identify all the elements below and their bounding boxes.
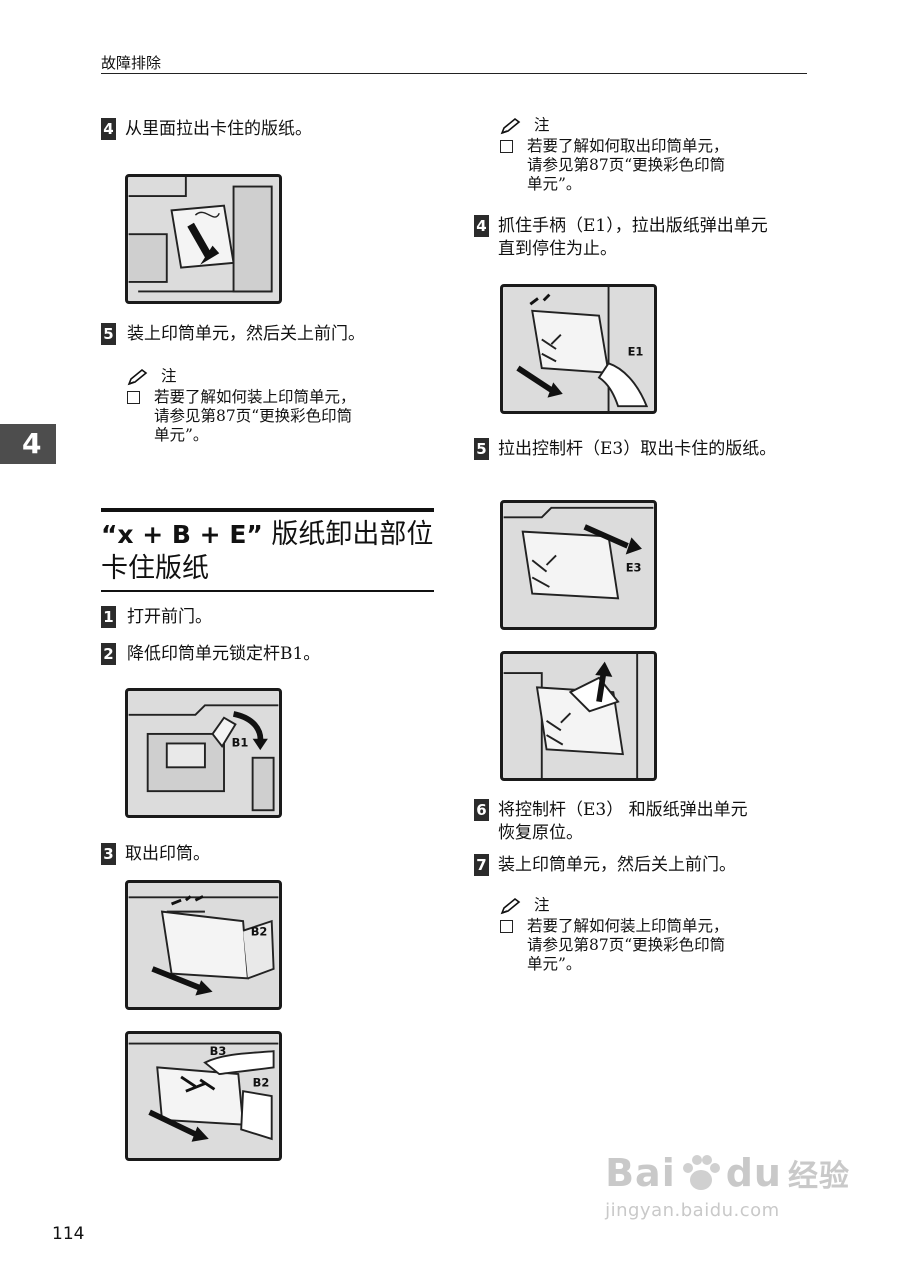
pencil-icon: [127, 368, 148, 385]
left-step-5: 5 装上印筒单元，然后关上前门。: [101, 323, 365, 346]
step-number: 7: [474, 854, 489, 876]
right-step-6: 6 将控制杆（E3） 和版纸弹出单元 恢复原位。: [474, 799, 748, 845]
figure-label-e3: E3: [626, 561, 642, 575]
step-number: 5: [101, 323, 116, 345]
figure-label-b2: B2: [251, 924, 268, 938]
figure-pull-jammed-master: [125, 174, 282, 304]
left-step-a3: 3 取出印筒。: [101, 843, 210, 866]
step-text: 从里面拉出卡住的版纸。: [125, 119, 312, 139]
note-line: 请参见第87页“更换彩色印筒: [527, 936, 726, 954]
section-rule-bottom: [101, 590, 434, 592]
note-line: 单元”。: [527, 175, 582, 193]
step-number: 3: [101, 843, 116, 865]
note-line: 单元”。: [154, 426, 209, 444]
section-rule-top: [101, 508, 434, 512]
right-step-7: 7 装上印筒单元，然后关上前门。: [474, 854, 736, 877]
step-number: 6: [474, 799, 489, 821]
step-text: 将控制杆（E3） 和版纸弹出单元: [498, 800, 748, 820]
checkbox-icon: [500, 140, 513, 153]
note-3: 注 若要了解如何装上印筒单元， 请参见第87页“更换彩色印筒 单元”。: [500, 896, 729, 974]
step-text: 打开前门。: [127, 607, 212, 627]
header-title: 故障排除: [101, 54, 162, 72]
watermark-url: jingyan.baidu.com: [605, 1200, 780, 1221]
figure-label-b2-2: B2: [253, 1075, 270, 1089]
step-text: 抓住手柄（E1），拉出版纸弹出单元: [498, 216, 768, 236]
note-1: 注 若要了解如何装上印筒单元， 请参见第87页“更换彩色印筒 单元”。: [127, 367, 356, 445]
step-text: 取出印筒。: [125, 844, 210, 864]
baidu-watermark: Bai du 经验 jingyan.baidu.com: [605, 1150, 850, 1221]
step-text: 直到停住为止。: [498, 239, 617, 259]
step-number: 1: [101, 606, 116, 628]
watermark-logo-right: du: [725, 1151, 782, 1195]
step-text: 恢复原位。: [498, 823, 583, 843]
figure-pull-control-lever: E3: [500, 500, 657, 630]
checkbox-icon: [500, 920, 513, 933]
figure-label-b3: B3: [210, 1044, 227, 1058]
section-title-line2: 卡住版纸: [101, 553, 209, 584]
right-step-4: 4 抓住手柄（E1），拉出版纸弹出单元 直到停住为止。: [474, 215, 768, 261]
page-number: 114: [52, 1224, 85, 1244]
note-label: 注: [534, 896, 550, 914]
figure-remove-drum-1: B2: [125, 880, 282, 1010]
right-step-5: 5 拉出控制杆（E3）取出卡住的版纸。: [474, 438, 776, 461]
left-step-a2: 2 降低印筒单元锁定杆B1。: [101, 643, 320, 666]
section-title-latin: “x + B + E”: [101, 520, 263, 549]
pencil-icon: [500, 117, 521, 134]
checkbox-icon: [127, 391, 140, 404]
step-text: 装上印筒单元，然后关上前门。: [498, 855, 736, 875]
figure-remove-drum-2: B3 B2: [125, 1031, 282, 1161]
pencil-icon: [500, 897, 521, 914]
chapter-tab: 4: [0, 424, 56, 464]
step-text: 装上印筒单元，然后关上前门。: [127, 324, 365, 344]
figure-remove-jammed-master: [500, 651, 657, 781]
note-line: 单元”。: [527, 955, 582, 973]
note-label: 注: [161, 367, 177, 385]
note-label: 注: [534, 116, 550, 134]
step-number: 2: [101, 643, 116, 665]
note-line: 请参见第87页“更换彩色印筒: [154, 407, 353, 425]
left-step-a1: 1 打开前门。: [101, 606, 212, 629]
paw-icon: [682, 1155, 720, 1190]
step-number: 4: [474, 215, 489, 237]
note-line: 若要了解如何取出印筒单元，: [527, 137, 729, 155]
figure-label-b1: B1: [232, 735, 249, 749]
note-line: 请参见第87页“更换彩色印筒: [527, 156, 726, 174]
watermark-logo-left: Bai: [605, 1151, 676, 1195]
left-step-4: 4 从里面拉出卡住的版纸。: [101, 118, 312, 141]
step-number: 5: [474, 438, 489, 460]
section-title: “x + B + E” 版纸卸出部位 卡住版纸: [101, 518, 433, 586]
figure-lower-lock-lever: B1: [125, 688, 282, 818]
step-number: 4: [101, 118, 116, 140]
step-text: 拉出控制杆（E3）取出卡住的版纸。: [498, 439, 777, 459]
step-text: 降低印筒单元锁定杆B1。: [127, 644, 321, 664]
figure-label-e1: E1: [628, 345, 644, 359]
note-2: 注 若要了解如何取出印筒单元， 请参见第87页“更换彩色印筒 单元”。: [500, 116, 729, 194]
header-rule: [101, 73, 807, 74]
note-line: 若要了解如何装上印筒单元，: [527, 917, 729, 935]
section-title-cn: 版纸卸出部位: [262, 519, 434, 550]
watermark-logo-cn: 经验: [788, 1159, 850, 1194]
figure-pull-eject-unit: E1: [500, 284, 657, 414]
note-line: 若要了解如何装上印筒单元，: [154, 388, 356, 406]
